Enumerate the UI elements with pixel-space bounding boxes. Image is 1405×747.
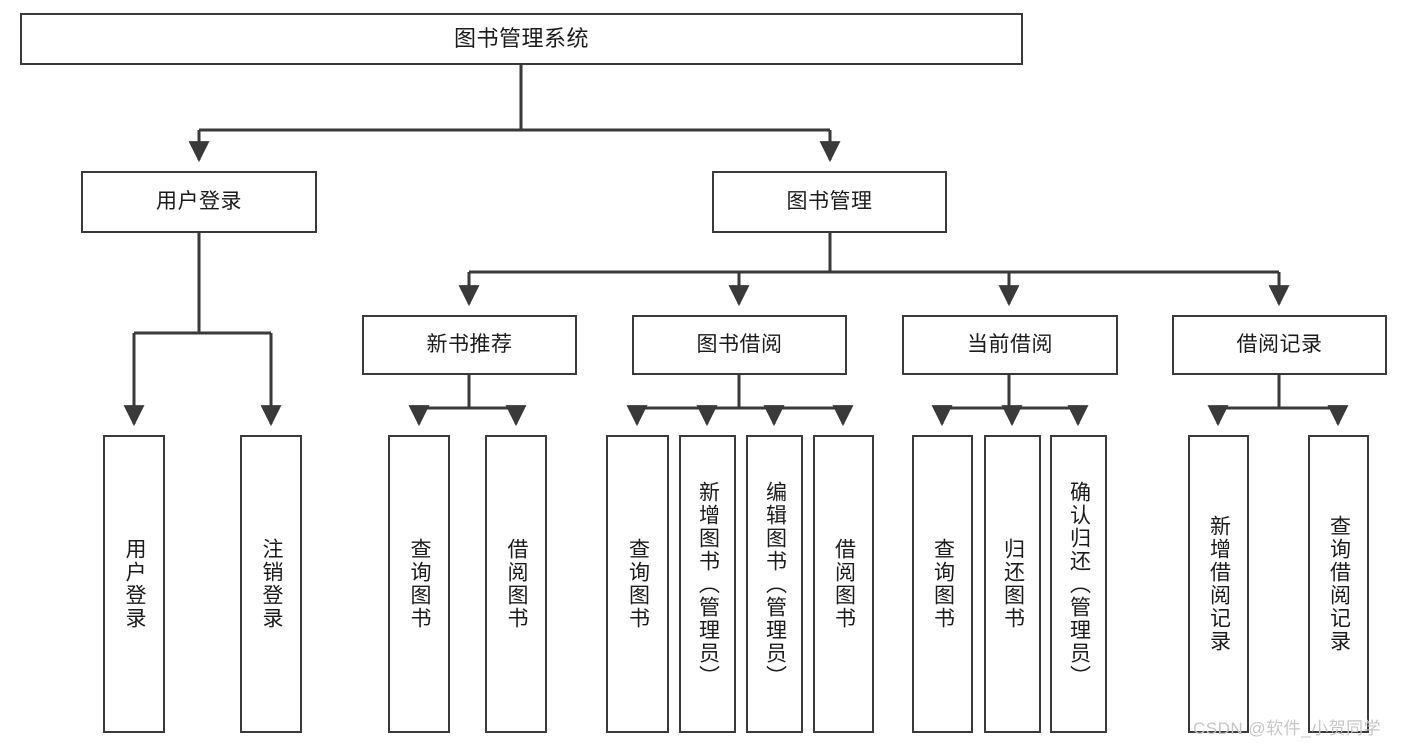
node-label: 查询图书 [626,538,650,630]
node-label: 当前借阅 [967,332,1053,356]
node-label: 确认归还（管理员） [1067,480,1091,688]
leaf-return-books[interactable]: 归还图书 [984,435,1041,733]
node-label: 图书借阅 [696,332,783,356]
node-user-login[interactable]: 用户登录 [81,171,317,233]
leaf-edit-book-admin[interactable]: 编辑图书（管理员） [746,435,803,733]
node-label: 新增借阅记录 [1207,515,1231,653]
node-root-system[interactable]: 图书管理系统 [20,13,1023,65]
node-borrowing-records[interactable]: 借阅记录 [1172,315,1387,375]
leaf-query-books-recommendation[interactable]: 查询图书 [388,435,450,733]
leaf-user-logout[interactable]: 注销登录 [240,435,302,733]
node-label: 图书管理系统 [453,26,589,52]
leaf-user-login[interactable]: 用户登录 [103,435,165,733]
leaf-borrow-books-recommendation[interactable]: 借阅图书 [485,435,547,733]
node-book-borrowing[interactable]: 图书借阅 [632,315,847,375]
leaf-query-borrowing-record[interactable]: 查询借阅记录 [1308,435,1369,733]
node-label: 图书管理 [786,189,873,213]
leaf-query-books-current[interactable]: 查询图书 [912,435,973,733]
node-label: 归还图书 [1001,538,1025,630]
node-new-book-recommendation[interactable]: 新书推荐 [362,315,577,375]
node-label: 查询借阅记录 [1327,515,1351,653]
leaf-borrow-books[interactable]: 借阅图书 [813,435,874,733]
node-book-management[interactable]: 图书管理 [712,171,947,233]
leaf-query-books-borrowing[interactable]: 查询图书 [606,435,669,733]
node-label: 借阅记录 [1236,332,1323,356]
node-label: 新增图书（管理员） [696,480,720,688]
node-label: 查询图书 [931,538,955,630]
node-label: 借阅图书 [832,538,856,630]
leaf-add-borrowing-record[interactable]: 新增借阅记录 [1188,435,1249,733]
node-label: 注销登录 [260,538,284,630]
node-label: 用户登录 [156,189,242,213]
node-current-borrowing[interactable]: 当前借阅 [902,315,1118,375]
node-label: 查询图书 [408,538,432,630]
node-label: 编辑图书（管理员） [763,480,787,688]
node-label: 借阅图书 [505,538,529,630]
leaf-add-book-admin[interactable]: 新增图书（管理员） [679,435,736,733]
node-label: 用户登录 [123,538,147,630]
leaf-confirm-return-admin[interactable]: 确认归还（管理员） [1050,435,1107,733]
node-label: 新书推荐 [426,332,513,356]
